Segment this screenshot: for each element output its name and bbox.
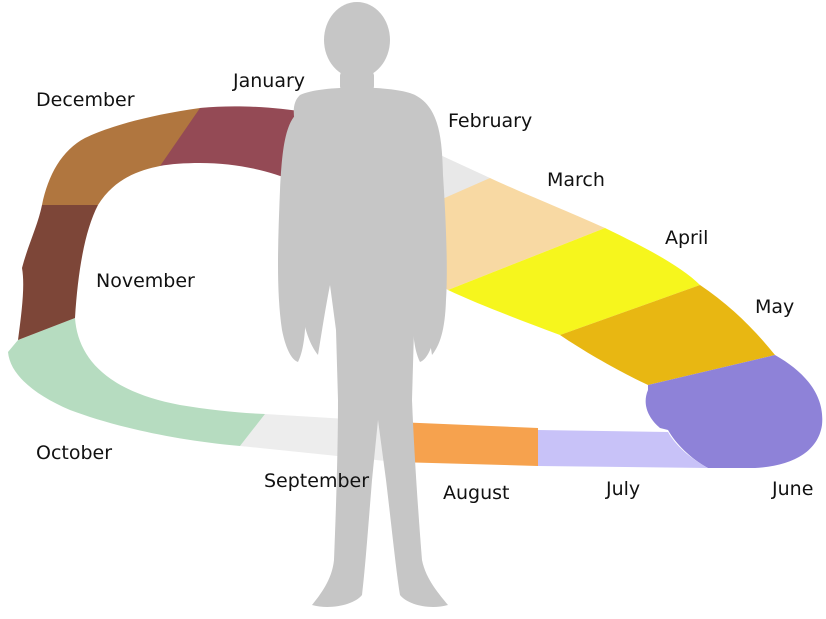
label-november: November xyxy=(96,270,195,292)
label-january: January xyxy=(232,70,305,92)
label-february: February xyxy=(448,110,532,132)
label-september: September xyxy=(264,470,369,492)
label-may: May xyxy=(755,296,794,318)
label-august: August xyxy=(443,482,510,504)
label-april: April xyxy=(665,227,708,249)
segment-november xyxy=(18,205,98,340)
label-march: March xyxy=(547,169,605,191)
label-october: October xyxy=(36,442,112,464)
label-june: June xyxy=(771,478,813,500)
label-july: July xyxy=(605,478,640,500)
segment-august xyxy=(396,422,538,466)
label-december: December xyxy=(36,89,135,111)
segment-october xyxy=(8,318,265,446)
person-silhouette-icon xyxy=(278,2,448,607)
